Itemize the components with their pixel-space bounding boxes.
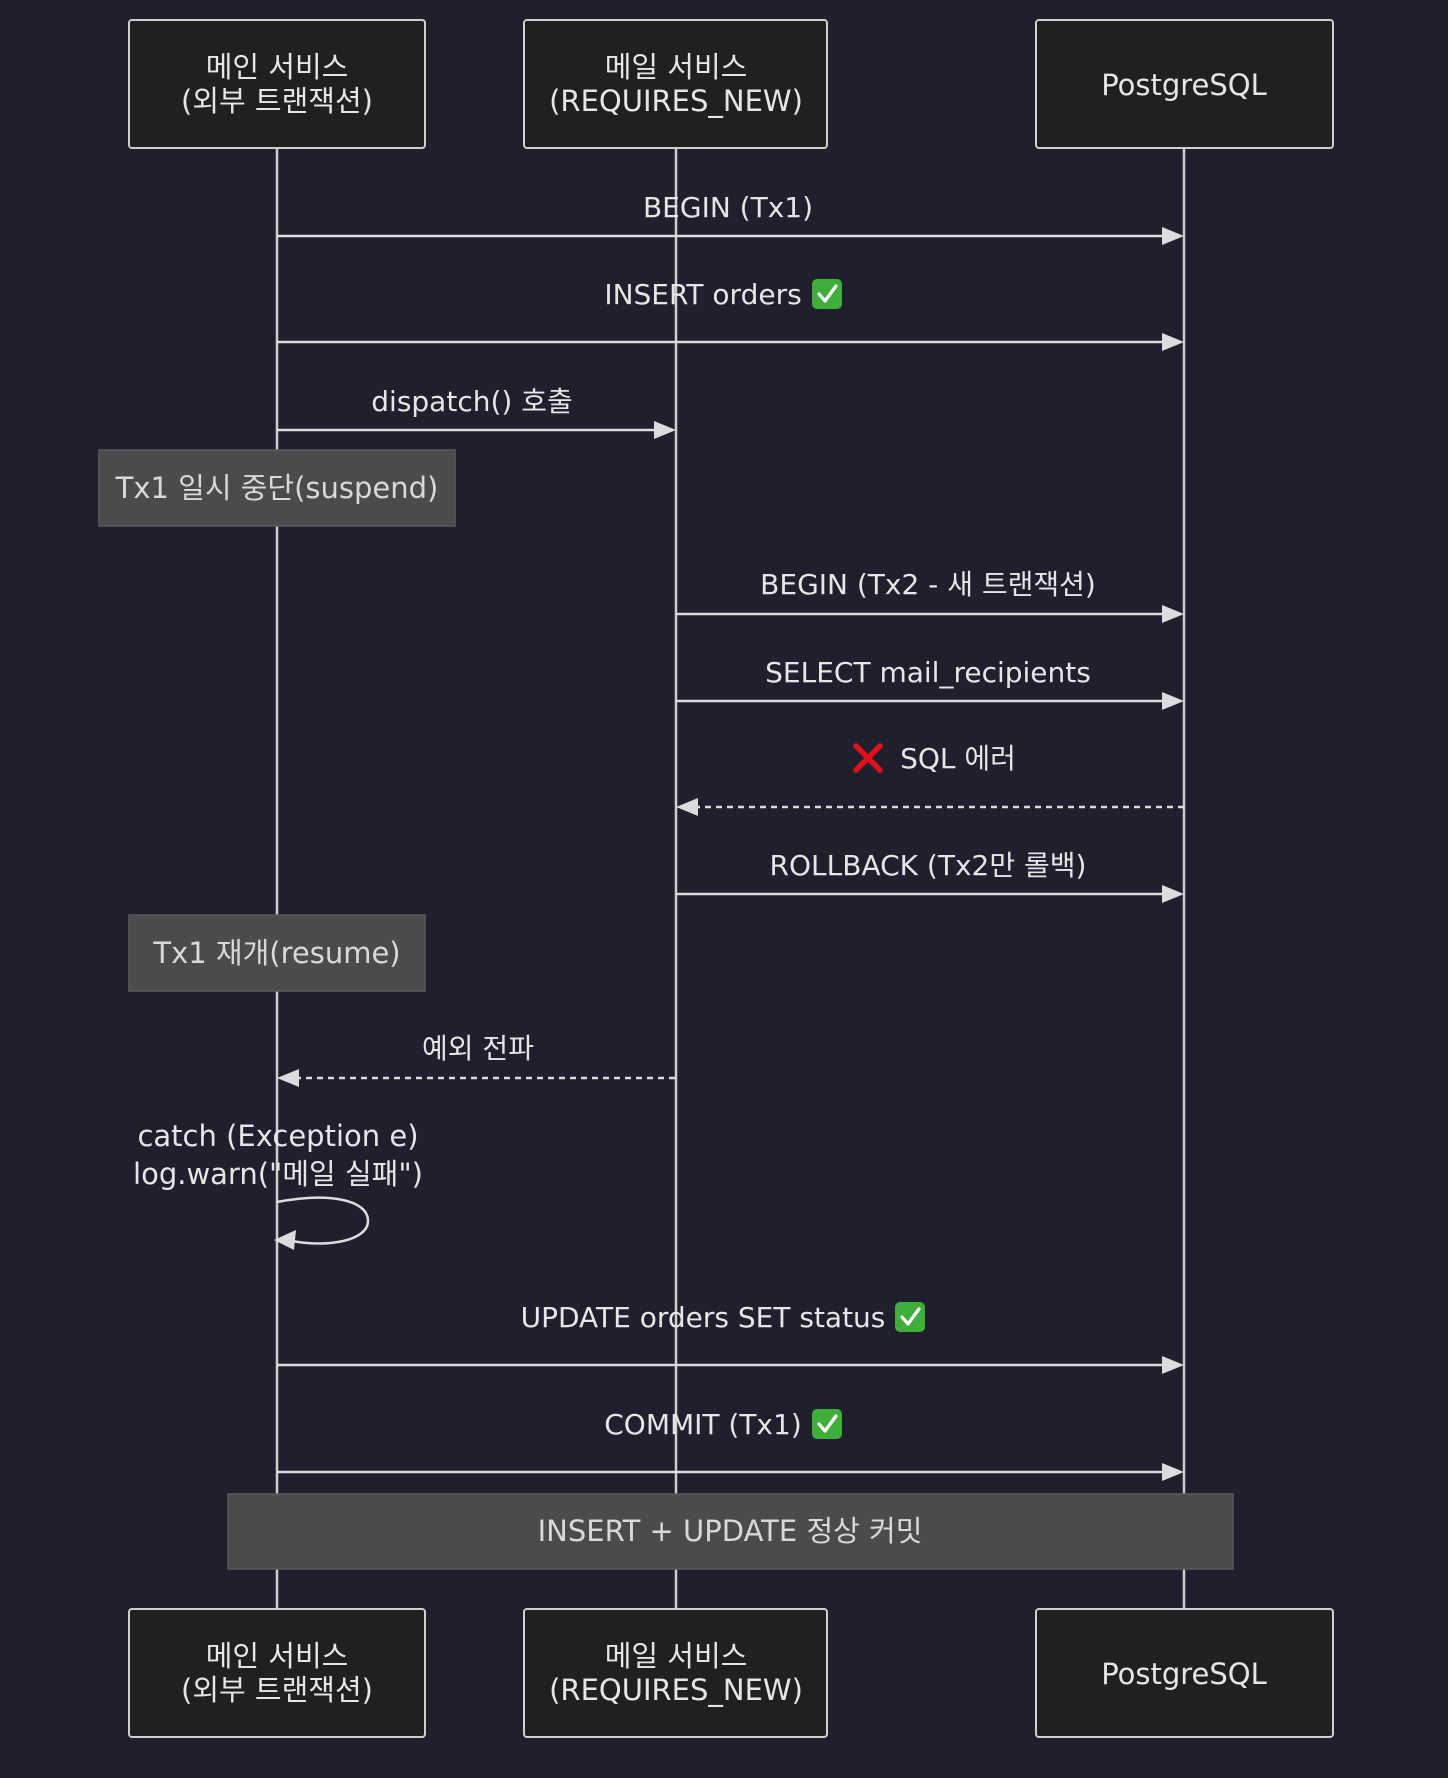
message-label: INSERT orders — [604, 278, 801, 311]
self-message-line2: log.warn("메일 실패") — [133, 1157, 423, 1191]
note-box — [98, 449, 456, 527]
message-dispatch-call: dispatch() 호출 — [277, 385, 676, 439]
message-label: COMMIT (Tx1) — [604, 1408, 802, 1441]
actor-mail-service-top[interactable]: 메일 서비스 (REQUIRES_NEW) — [523, 19, 828, 149]
arrow-head — [1162, 1463, 1184, 1481]
note-box — [227, 1493, 1234, 1570]
actor-subtitle: (REQUIRES_NEW) — [549, 1673, 803, 1707]
self-message-line1: catch (Exception e) — [137, 1119, 418, 1153]
actor-title: 메인 서비스 — [206, 50, 349, 84]
note-tx1-resume: Tx1 재개(resume) — [128, 914, 426, 992]
actor-box — [128, 19, 426, 149]
message-label: dispatch() 호출 — [371, 385, 572, 418]
actor-box — [523, 19, 828, 149]
actor-box — [1035, 1608, 1334, 1738]
self-message-catch: catch (Exception e) log.warn("메일 실패") — [133, 1119, 423, 1250]
self-loop-line — [276, 1196, 370, 1245]
note-text: Tx1 재개(resume) — [152, 936, 400, 970]
arrow-head — [274, 1230, 296, 1250]
note-text: INSERT + UPDATE 정상 커밋 — [538, 1514, 923, 1548]
actor-title: 메일 서비스 — [605, 50, 748, 84]
arrow-head — [1162, 885, 1184, 903]
message-label: BEGIN (Tx1) — [643, 191, 813, 224]
actor-box — [128, 1608, 426, 1738]
actor-mail-service-bottom[interactable]: 메일 서비스 (REQUIRES_NEW) — [523, 1608, 828, 1738]
message-begin-tx2: BEGIN (Tx2 - 새 트랜잭션) — [676, 568, 1184, 623]
actor-subtitle: (외부 트랜잭션) — [181, 1673, 373, 1707]
message-label: UPDATE orders SET status — [521, 1301, 886, 1334]
actor-title: PostgreSQL — [1101, 1657, 1267, 1691]
message-exception-propagation: 예외 전파 — [277, 1032, 676, 1087]
actor-postgresql-bottom[interactable]: PostgreSQL — [1035, 1608, 1334, 1738]
cross-icon — [853, 743, 883, 773]
message-select-recipients: SELECT mail_recipients — [676, 656, 1184, 710]
note-tx1-suspend: Tx1 일시 중단(suspend) — [98, 449, 456, 527]
actor-main-service-bottom[interactable]: 메인 서비스 (외부 트랜잭션) — [128, 1608, 426, 1738]
message-begin-tx1: BEGIN (Tx1) — [277, 191, 1184, 245]
arrow-head — [676, 798, 698, 816]
message-rollback-tx2: ROLLBACK (Tx2만 롤백) — [676, 849, 1184, 903]
actor-postgresql-top[interactable]: PostgreSQL — [1035, 19, 1334, 149]
message-update-orders: UPDATE orders SET status — [277, 1301, 1184, 1374]
arrow-head — [654, 421, 676, 439]
message-sql-error: SQL 에러 — [676, 742, 1184, 816]
actor-main-service-top[interactable]: 메인 서비스 (외부 트랜잭션) — [128, 19, 426, 149]
arrow-head — [1162, 227, 1184, 245]
arrow-head — [1162, 1356, 1184, 1374]
message-label: ROLLBACK (Tx2만 롤백) — [770, 849, 1087, 882]
actor-title: PostgreSQL — [1101, 68, 1267, 102]
check-icon — [812, 279, 842, 309]
arrow-head — [1162, 605, 1184, 623]
message-commit-tx1: COMMIT (Tx1) — [277, 1408, 1184, 1481]
message-insert-orders: INSERT orders — [277, 278, 1184, 351]
message-label: 예외 전파 — [422, 1032, 534, 1065]
message-label: SELECT mail_recipients — [765, 656, 1091, 689]
actor-subtitle: (REQUIRES_NEW) — [549, 84, 803, 118]
note-commit-success: INSERT + UPDATE 정상 커밋 — [227, 1493, 1234, 1570]
check-icon — [895, 1302, 925, 1332]
messages: BEGIN (Tx1) INSERT orders dispatch() 호출 … — [133, 191, 1184, 1481]
actor-title: 메일 서비스 — [605, 1639, 748, 1673]
arrow-head — [1162, 333, 1184, 351]
message-label: BEGIN (Tx2 - 새 트랜잭션) — [760, 568, 1096, 601]
note-text: Tx1 일시 중단(suspend) — [115, 471, 439, 505]
actor-subtitle: (외부 트랜잭션) — [181, 84, 373, 118]
actor-box — [1035, 19, 1334, 149]
message-label: SQL 에러 — [900, 742, 1016, 775]
arrow-head — [277, 1069, 299, 1087]
actor-title: 메인 서비스 — [206, 1639, 349, 1673]
check-icon — [812, 1409, 842, 1439]
note-box — [128, 914, 426, 992]
arrow-head — [1162, 692, 1184, 710]
actor-box — [523, 1608, 828, 1738]
